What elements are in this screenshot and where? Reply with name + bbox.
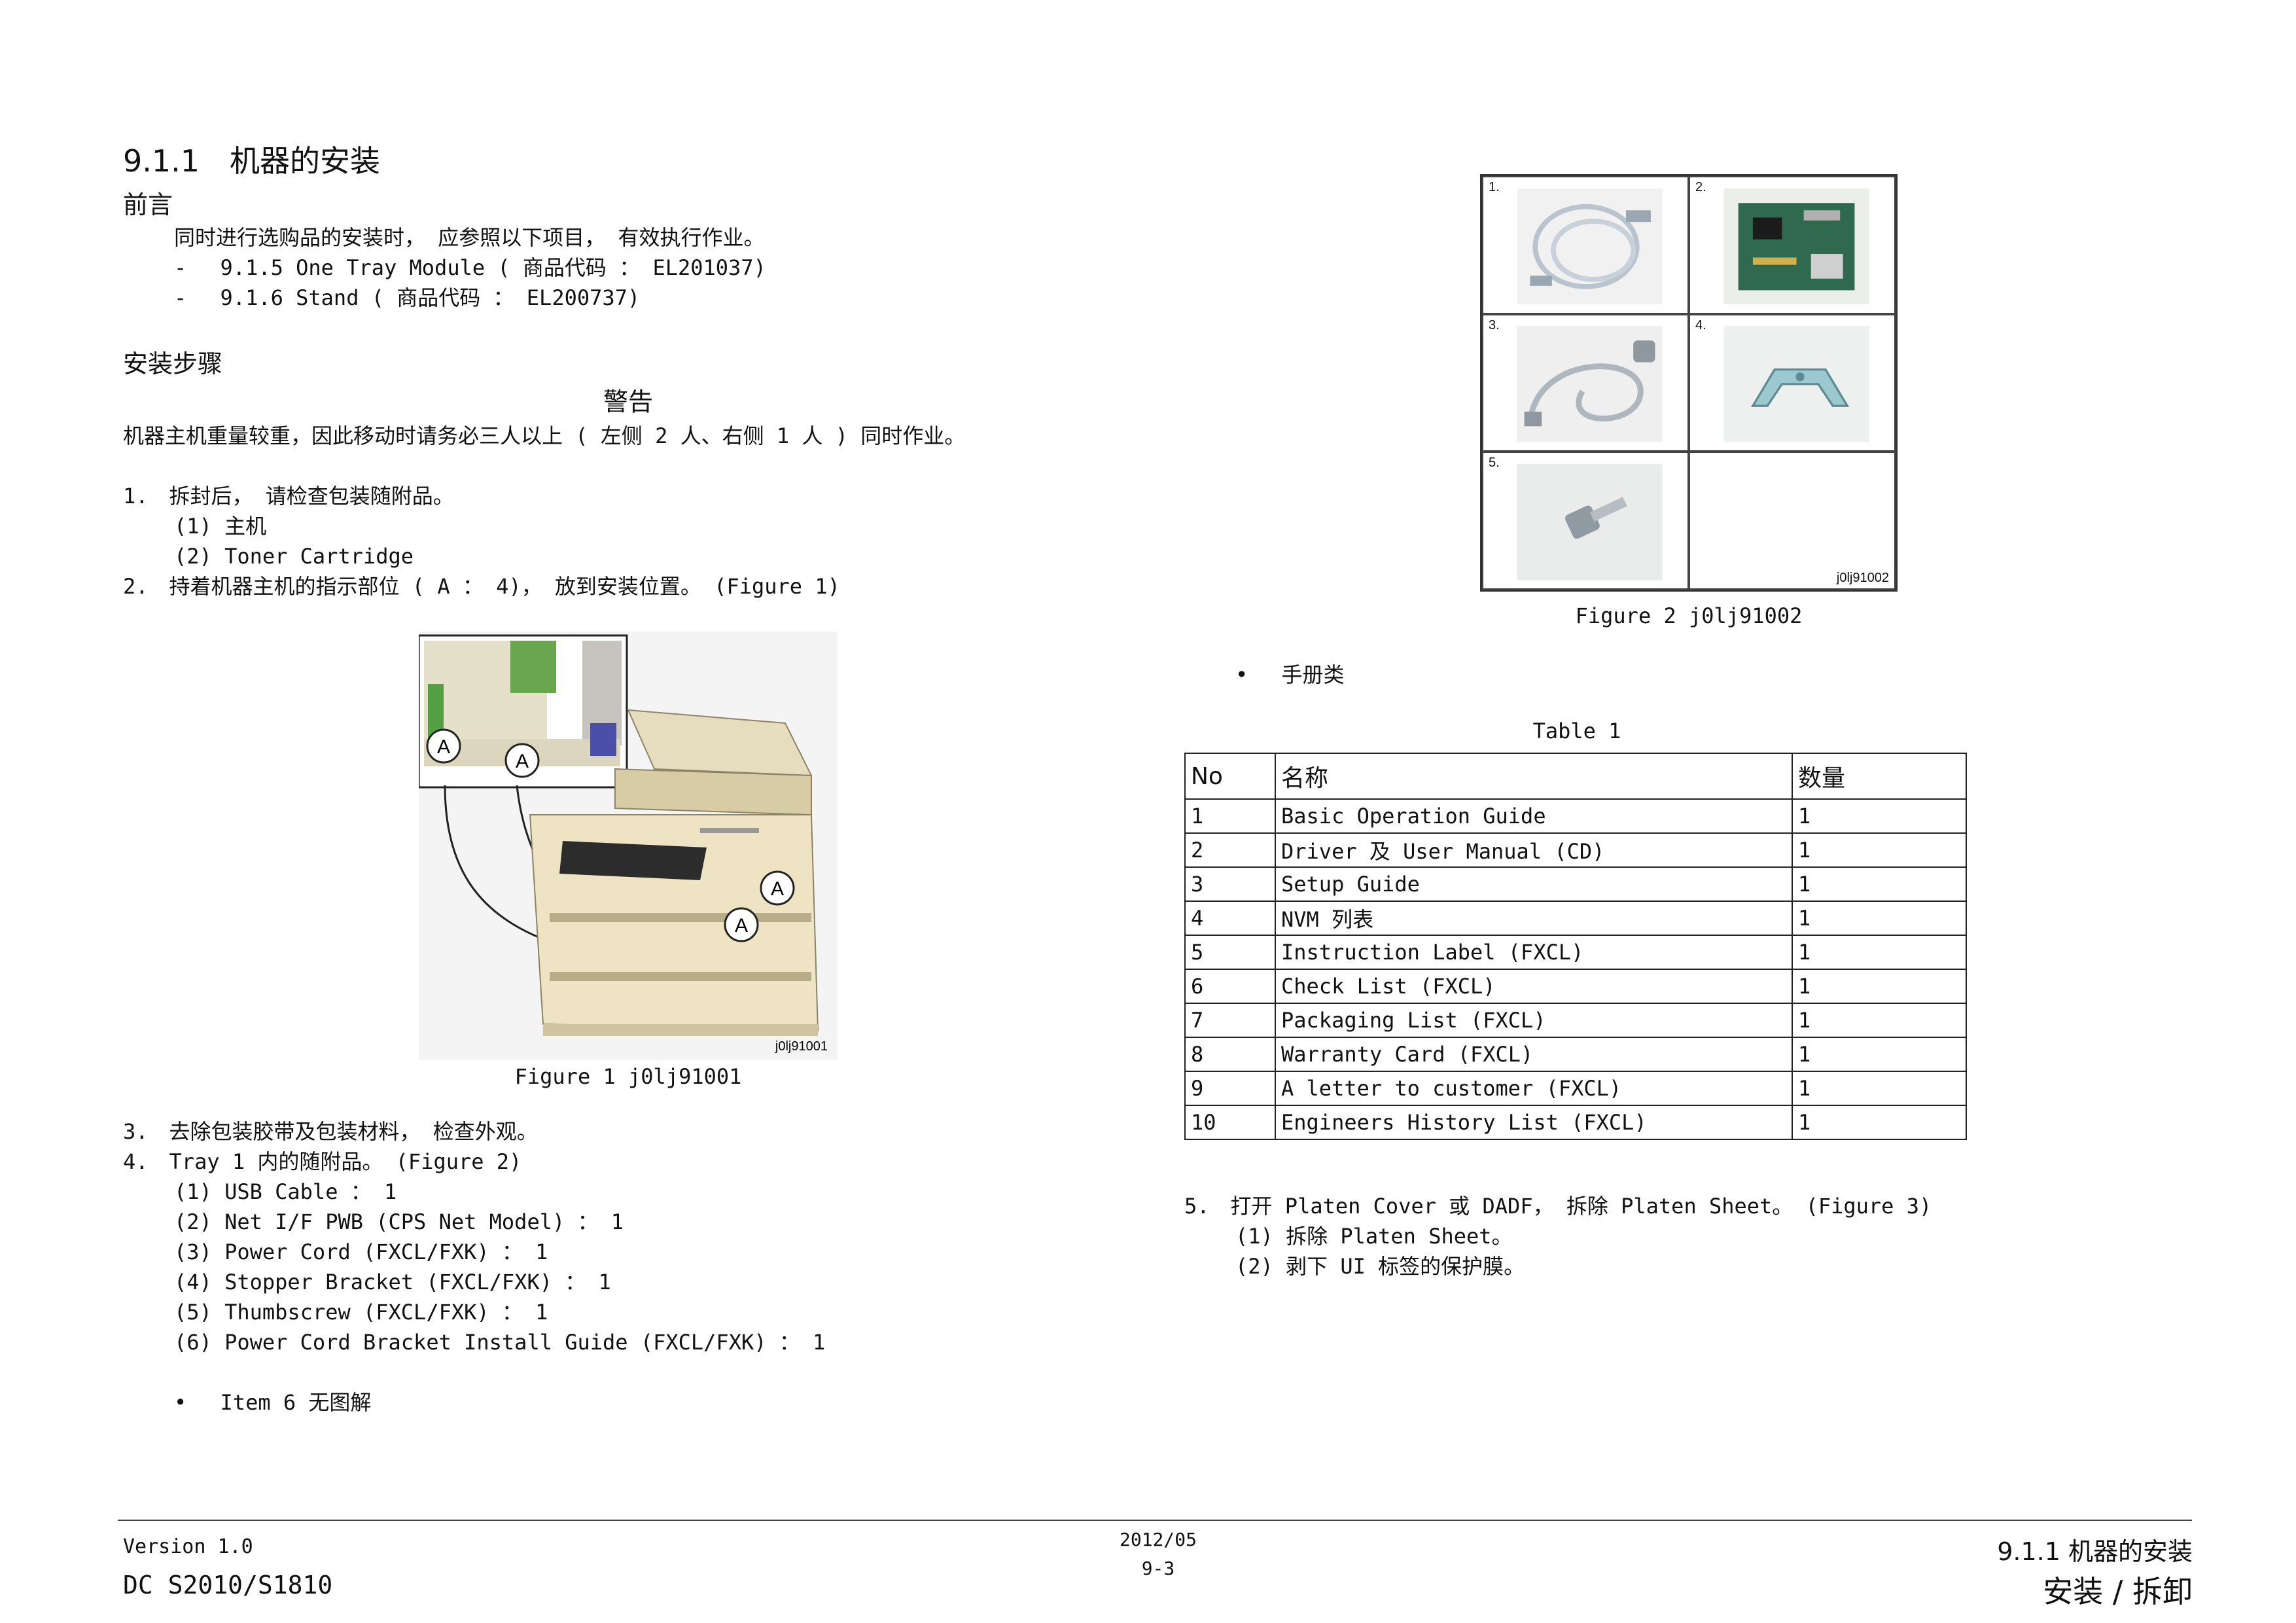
figure-1-illustration: A A A A j0lj91001 [417,632,838,1060]
figure-2-cell-thumbscrew: 5. [1482,452,1689,590]
step-5-item: (1) 拆除 Platen Sheet。 [1235,1224,1513,1249]
step-2: 2. 持着机器主机的指示部位 ( A ： 4)， 放到安装位置。 (Figure… [123,574,840,599]
step-4-item: (4) Stopper Bracket (FXCL/FXK) ： 1 [174,1270,611,1294]
footer-version: Version 1.0 [123,1535,253,1558]
table-header-row: No 名称 数量 [1184,753,1967,800]
figure-1-callout-label: A [437,736,450,758]
figure-1-code: j0lj91001 [775,1039,828,1054]
footer-divider [118,1520,2192,1521]
power-cord-icon [1517,326,1663,442]
figure-2-cell-net-pwb: 2. [1689,176,1896,314]
preface-text: 同时进行选购品的安装时， 应参照以下项目， 有效执行作业。 [174,225,765,250]
figure-2-cell-empty: j0lj91002 [1689,452,1896,590]
step-1-item: (2) Toner Cartridge [174,544,414,569]
figure-1-caption: Figure 1 j0lj91001 [514,1064,742,1089]
preface-heading: 前言 [123,190,173,219]
footer-date: 2012/05 [1119,1529,1197,1550]
footer-section: 9.1.1 机器的安装 [1997,1537,2193,1566]
step-4-item: (1) USB Cable ： 1 [174,1179,397,1204]
step-4-item: (3) Power Cord (FXCL/FXK) ： 1 [174,1240,548,1264]
figure-1-callout-label: A [771,878,784,900]
preface-item: - 9.1.6 Stand ( 商品代码 ： EL200737) [174,285,641,310]
figure-2-code: j0lj91002 [1836,570,1889,585]
figure-2-grid: 1. 2. 3. 4. [1480,174,1898,592]
footer-page-number: 9-3 [1141,1558,1175,1579]
figure-2-cell-power-cord: 3. [1482,313,1689,452]
figure-2-cell-usb-cable: 1. [1482,176,1689,314]
step-4-item: (6) Power Cord Bracket Install Guide (FX… [174,1330,826,1355]
step-4-item: (2) Net I/F PWB (CPS Net Model) ： 1 [174,1209,624,1234]
circuit-board-icon [1723,188,1869,305]
step-1-item: (1) 主机 [174,514,267,539]
figure-2-cell-stopper-bracket: 4. [1689,313,1896,452]
step-3: 3. 去除包装胶带及包装材料， 检查外观。 [123,1119,538,1144]
figure-1-callout-label: A [516,751,529,772]
step-4: 4. Tray 1 内的随附品。 (Figure 2) [123,1149,522,1174]
table-header-qty: 数量 [1792,753,1967,800]
note-item-6: • Item 6 无图解 [174,1390,372,1415]
thumbscrew-icon [1517,463,1663,580]
table-header-no: No [1184,753,1276,800]
table-header-name: 名称 [1275,753,1793,800]
footer-chapter: 安装 / 拆卸 [2043,1574,2193,1609]
figure-2-caption: Figure 2 j0lj91002 [1575,603,1803,628]
table-title: Table 1 [1532,719,1621,743]
step-5: 5. 打开 Platen Cover 或 DADF， 拆除 Platen She… [1184,1194,1932,1219]
step-4-item: (5) Thumbscrew (FXCL/FXK) ： 1 [174,1300,548,1325]
bracket-icon [1723,326,1869,442]
warning-text: 机器主机重量较重，因此移动时请务必三人以上 ( 左侧 2 人、右侧 1 人 ) … [123,423,966,448]
warning-label: 警告 [603,387,654,416]
step-5-item: (2) 剥下 UI 标签的保护膜。 [1235,1254,1525,1279]
footer-model: DC S2010/S1810 [123,1571,333,1599]
usb-cable-icon [1517,188,1663,305]
preface-item: - 9.1.5 One Tray Module ( 商品代码 ： EL20103… [174,255,766,280]
figure-1-callout-label: A [735,915,748,936]
steps-heading: 安装步骤 [123,349,223,378]
step-1: 1. 拆封后， 请检查包装随附品。 [123,484,454,508]
section-title: 9.1.1 机器的安装 [123,143,381,179]
manuals-bullet: • 手册类 [1235,662,1345,687]
